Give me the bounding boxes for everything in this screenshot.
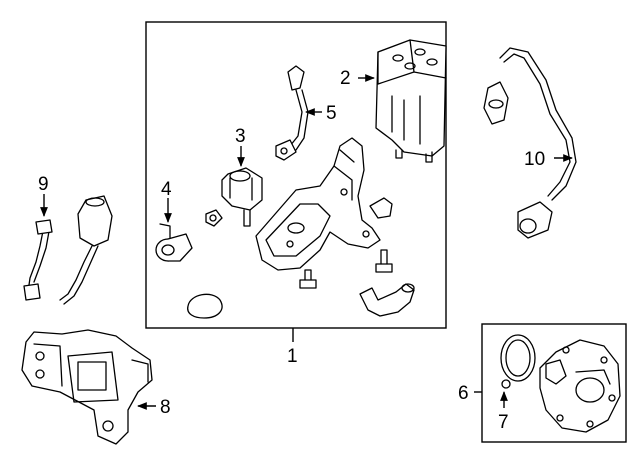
callout-8: 8 bbox=[160, 397, 171, 418]
hose-elbow bbox=[359, 283, 415, 317]
sensor-plug-part bbox=[155, 223, 193, 262]
callout-7: 7 bbox=[498, 412, 509, 433]
callout-10: 10 bbox=[524, 149, 545, 170]
callout-5: 5 bbox=[326, 103, 337, 124]
grommet bbox=[187, 293, 223, 319]
callout-6: 6 bbox=[458, 383, 469, 404]
callout-4: 4 bbox=[161, 179, 172, 200]
o-ring-part bbox=[500, 334, 536, 389]
assembly-box bbox=[145, 21, 447, 329]
callout-2: 2 bbox=[340, 68, 351, 89]
vacuum-pump-part bbox=[539, 339, 621, 433]
oxygen-sensor-left bbox=[23, 195, 113, 305]
callout-3: 3 bbox=[235, 126, 246, 147]
mounting-bracket bbox=[255, 137, 381, 271]
bracket-part bbox=[275, 65, 309, 161]
canister-part bbox=[375, 39, 447, 163]
valve-part bbox=[205, 167, 263, 227]
oxygen-sensor-right bbox=[483, 47, 577, 239]
pump-box bbox=[481, 323, 627, 443]
sensor-block-part bbox=[21, 329, 153, 445]
callout-1: 1 bbox=[287, 346, 298, 367]
callout-9: 9 bbox=[38, 174, 49, 195]
bolts bbox=[299, 197, 393, 289]
